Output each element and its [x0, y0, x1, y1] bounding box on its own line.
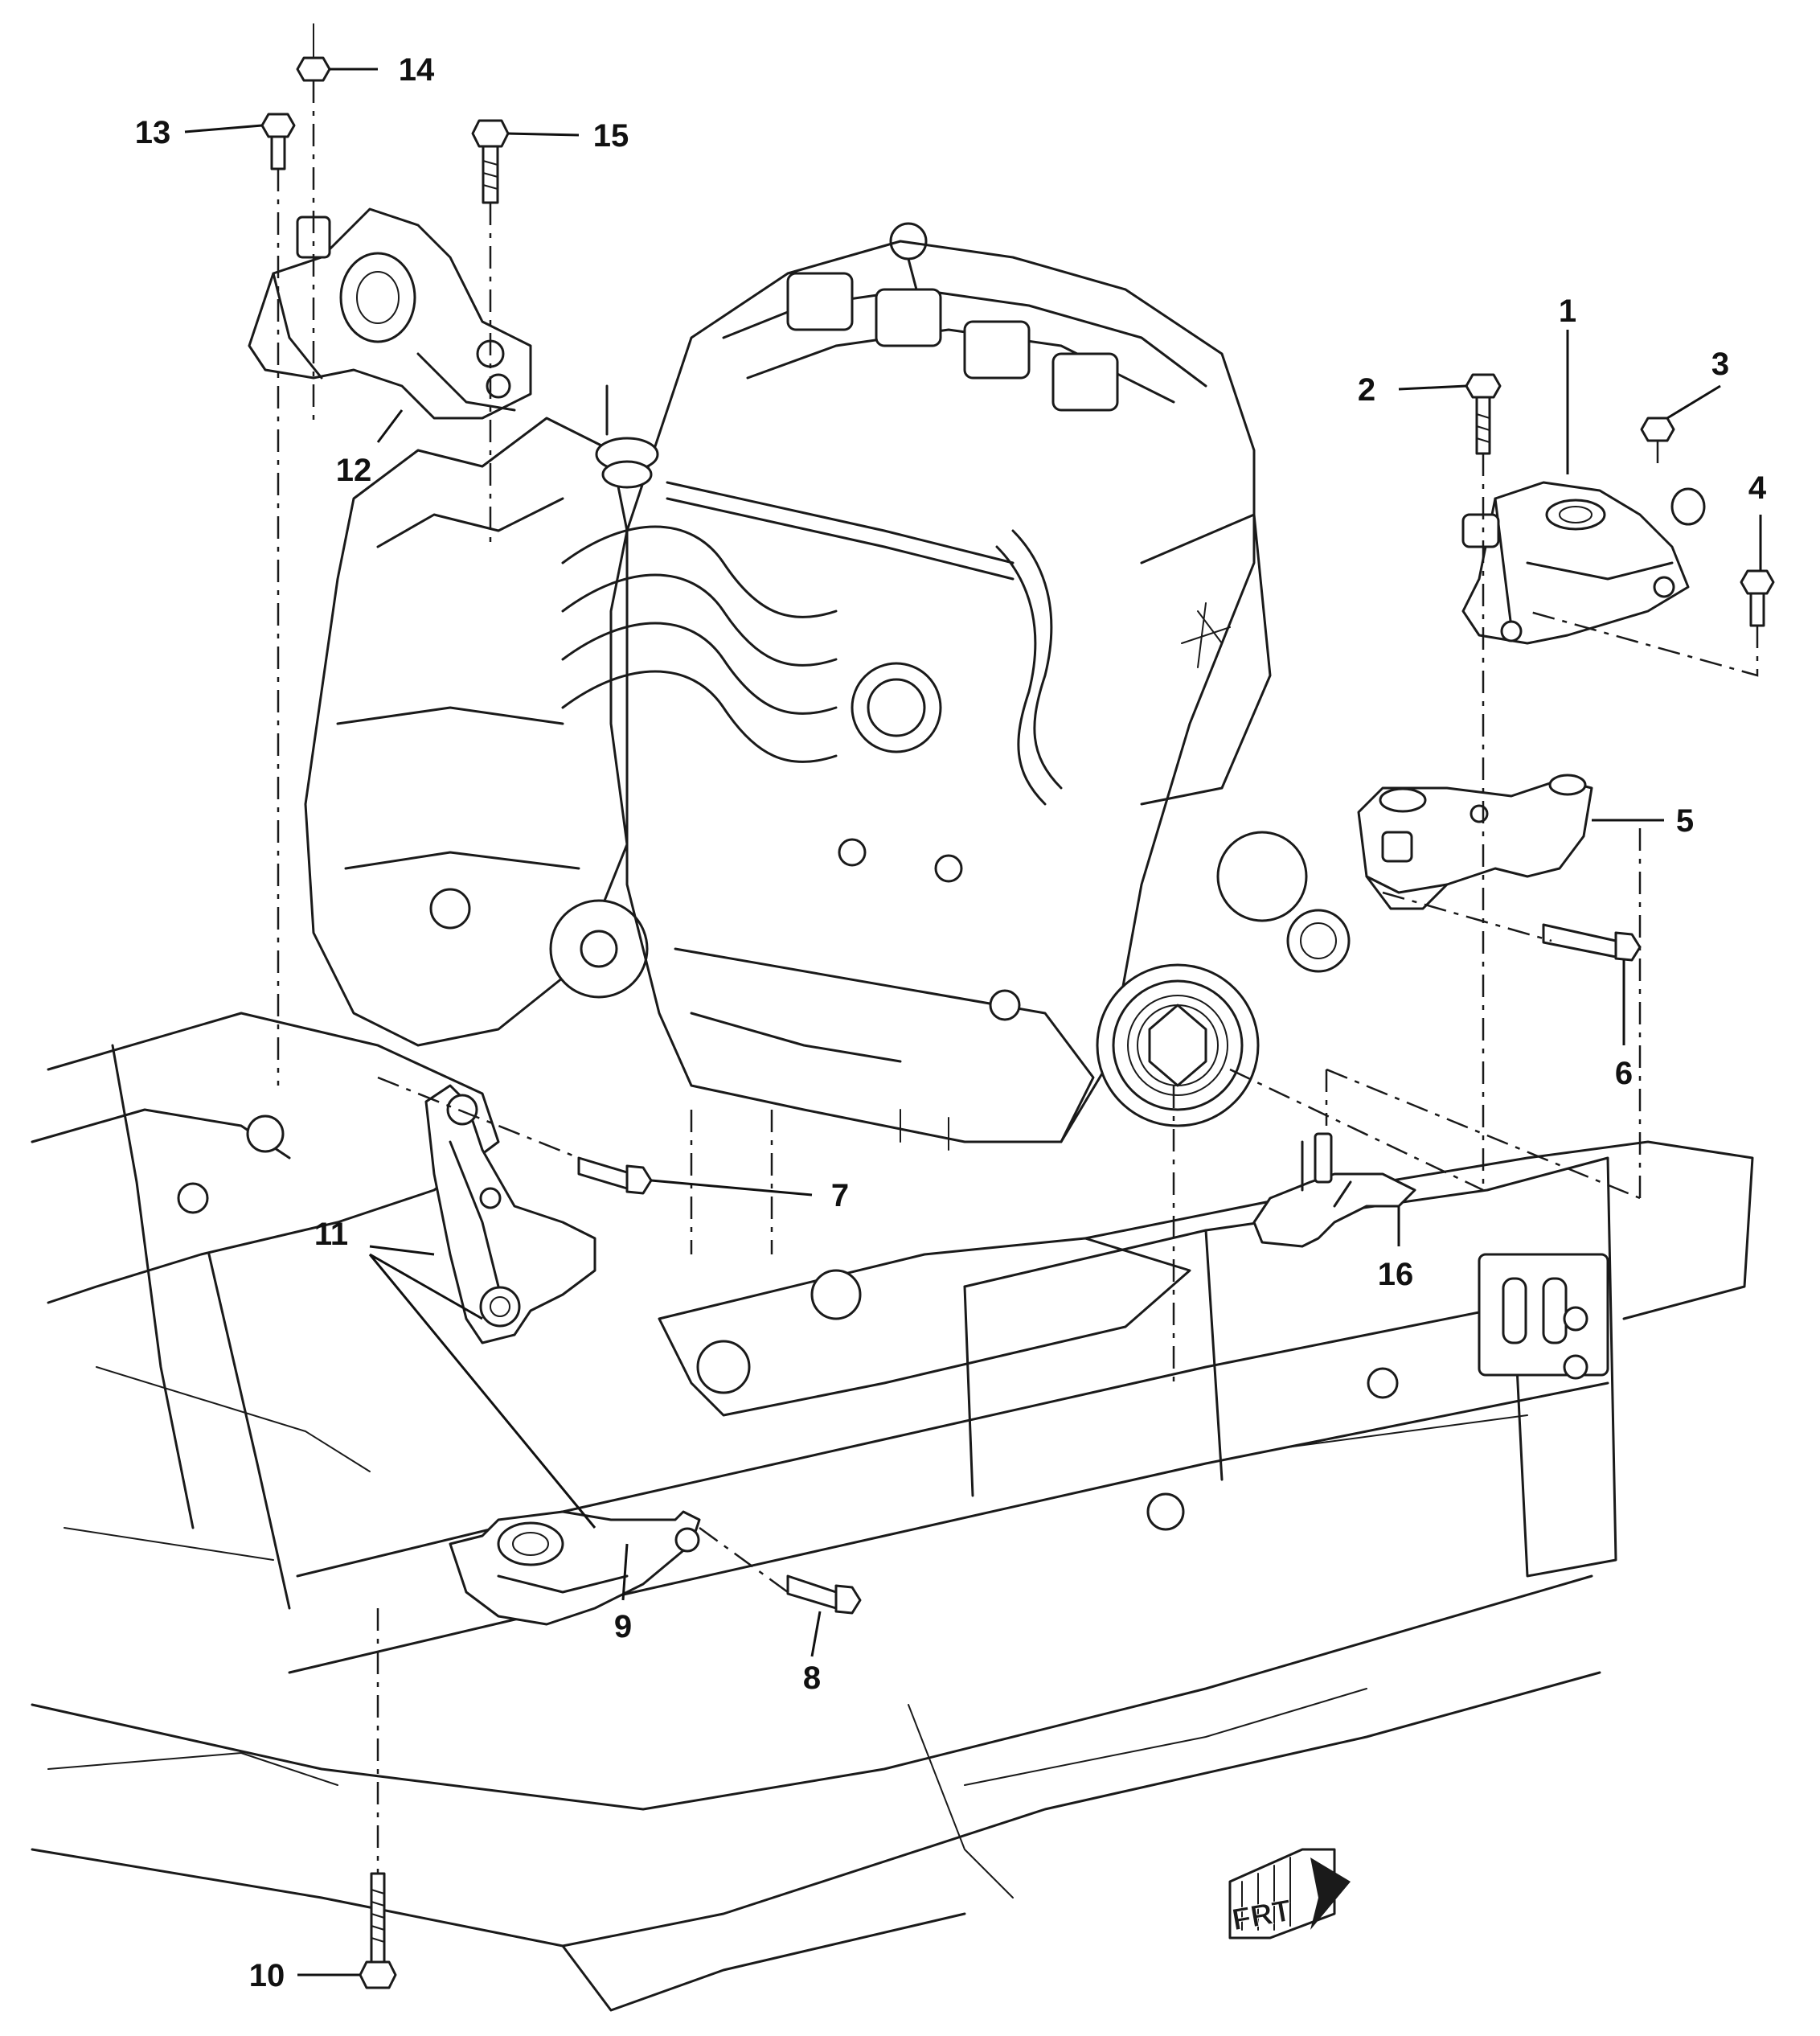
part-15-bolt: [471, 119, 510, 204]
part-12-transmission-mount: [248, 207, 532, 420]
callout-13: 13: [135, 115, 171, 150]
callout-16: 16: [1378, 1257, 1414, 1292]
front-direction-marker: FRT: [1228, 1848, 1351, 1940]
callout-10: 10: [249, 1958, 285, 1993]
callout-4: 4: [1748, 470, 1767, 506]
part-2-bolt: [1465, 373, 1502, 455]
callout-labels: 1 2 3 4 5 6 7 8 9 10 11 12 13 14 15 16: [135, 52, 1767, 1993]
callout-6: 6: [1615, 1056, 1633, 1091]
part-3-nut: [1640, 417, 1675, 442]
callout-12: 12: [336, 453, 372, 488]
part-5-mount-bracket: [1357, 774, 1593, 910]
front-arrow-icon: [1310, 1857, 1351, 1930]
callout-7: 7: [831, 1178, 849, 1213]
part-10-bolt: [359, 1872, 397, 1989]
assembly-centerlines: [277, 80, 1759, 1874]
part-6-bolt: [1542, 923, 1642, 962]
callout-9: 9: [614, 1609, 632, 1644]
engine-assembly: [304, 222, 1351, 1151]
part-1-engine-mount: [1461, 481, 1706, 645]
callout-11: 11: [314, 1217, 348, 1252]
part-8-bolt: [786, 1574, 862, 1615]
leader-lines: [184, 68, 1762, 1976]
callout-3: 3: [1711, 347, 1729, 382]
callout-2: 2: [1358, 372, 1375, 408]
part-16-bracket: [1252, 1132, 1416, 1248]
front-subframe: [31, 1012, 1754, 2012]
callout-14: 14: [399, 52, 435, 88]
callout-8: 8: [803, 1660, 821, 1696]
callout-15: 15: [593, 118, 629, 154]
part-7-bolt: [577, 1156, 653, 1195]
callout-5: 5: [1676, 803, 1694, 839]
part-11-mount-bracket: [424, 1084, 596, 1344]
part-9-rear-mount: [449, 1510, 701, 1626]
part-4-bolt: [1740, 569, 1775, 627]
callout-1: 1: [1559, 293, 1576, 329]
part-14-nut: [296, 23, 331, 82]
part-13-bolt: [260, 113, 296, 170]
